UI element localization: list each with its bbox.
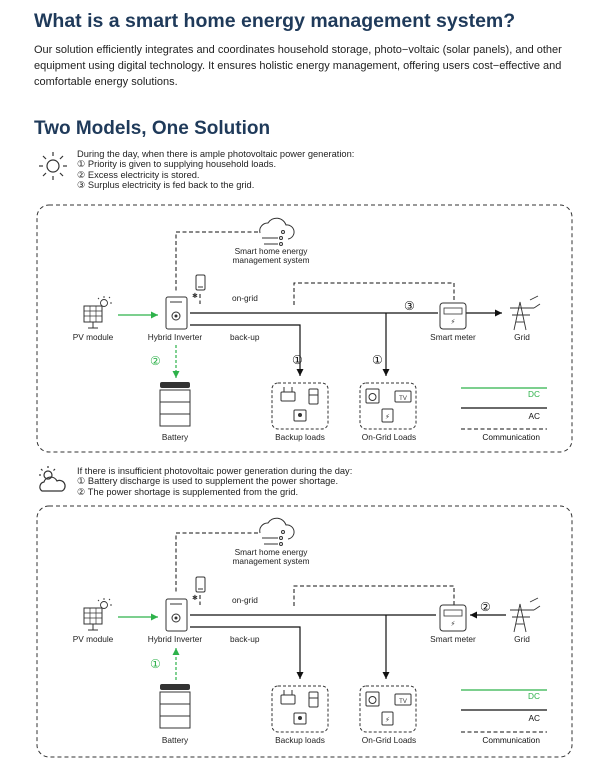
communication-lines [175,532,455,606]
step-number: ③ [404,299,415,313]
svg-text:TV: TV [399,396,407,402]
model1-note-line: ② Excess electricity is stored. [77,169,200,180]
svg-text:⚡: ⚡ [385,413,390,421]
backup-label: back-up [230,634,260,644]
phone-icon [195,576,206,593]
cloud-network-icon [259,517,295,546]
router-icon [280,387,296,402]
ongrid-loads-box [359,685,417,733]
legend: DC AC Communication [461,689,547,745]
grid-tower-icon [510,597,541,633]
battery-icon [159,382,191,427]
step-number: ① [292,353,303,367]
legend-comm-label: Communication [482,432,540,442]
grid-tower-icon [510,295,541,331]
backup-loads-label: Backup loads [275,735,325,745]
meter-label: Smart meter [430,634,476,644]
fridge-icon [308,388,319,405]
backup-loads-box [271,685,329,733]
legend-comm-label: Communication [482,735,540,745]
intro-paragraph: Our solution efficiently integrates and … [34,44,562,88]
router-icon [280,690,296,705]
ac-line [190,324,304,376]
svg-text:⚡: ⚡ [451,318,456,326]
model2-note-line: ① Battery discharge is used to supplemen… [77,476,339,487]
svg-text:⚡: ⚡ [451,620,456,628]
fridge-icon [308,691,319,708]
smart-meter-icon: ⚡ [439,604,467,632]
communication-lines [175,231,455,305]
battery-icon [159,684,191,729]
model1-frame [36,204,573,453]
tv-icon: TV [394,693,412,706]
phone-icon [195,274,206,291]
ongrid-loads-box [359,382,417,430]
legend: DC AC Communication [461,387,547,442]
ems-label: management system [232,556,309,566]
backup-loads-label: Backup loads [275,432,325,442]
ev-charger-icon: ⚡ [381,711,394,726]
ongrid-loads-label: On-Grid Loads [362,432,416,442]
meter-label: Smart meter [430,332,476,342]
grid-label: Grid [514,332,530,342]
legend-ac-label: AC [528,411,540,421]
ac-line [190,626,304,679]
backup-label: back-up [230,332,260,342]
model2-note-lead: If there is insufficient photovoltaic po… [77,466,353,476]
pv-panel-icon [83,598,112,631]
washer-icon [365,388,380,404]
model1-note-line: ③ Surplus electricity is fed back to the… [77,179,255,190]
step-number: ① [372,353,383,367]
battery-label: Battery [162,432,189,442]
model1-note: During the day, when there is ample phot… [77,149,354,190]
svg-text:TV: TV [399,699,407,705]
ongrid-loads-label: On-Grid Loads [362,735,416,745]
outlet-icon [293,409,307,422]
ems-label: Smart home energy [235,246,309,256]
tv-icon: TV [394,390,412,403]
battery-label: Battery [162,735,189,745]
backup-loads-box [271,382,329,430]
inverter-label: Hybrid Inverter [148,332,203,342]
outlet-icon [293,712,307,725]
inverter-label: Hybrid Inverter [148,634,203,644]
page-title: What is a smart home energy management s… [34,10,516,32]
smart-meter-icon: ⚡ [439,302,467,330]
section-title: Two Models, One Solution [34,118,271,139]
inverter-icon [165,598,188,632]
legend-ac-label: AC [528,713,540,723]
inverter-icon [165,296,188,330]
ems-label: management system [232,255,309,265]
cloud-network-icon [259,217,295,246]
pv-label: PV module [73,634,114,644]
model1-note-line: ① Priority is given to supplying househo… [77,159,277,170]
ongrid-label: on-grid [232,595,258,605]
pv-label: PV module [73,332,114,342]
model1-note-lead: During the day, when there is ample phot… [77,149,355,159]
legend-dc-label: DC [528,389,540,399]
step-number: ① [150,657,161,671]
bluetooth-icon: ✱ [192,594,198,602]
pv-panel-icon [83,296,112,329]
washer-icon [365,691,380,707]
step-number: ② [150,354,161,368]
svg-text:⚡: ⚡ [385,716,390,724]
model2-note-line: ② The power shortage is supplemented fro… [77,486,299,497]
model2-frame [36,505,573,758]
bluetooth-icon: ✱ [192,292,198,300]
ongrid-label: on-grid [232,293,258,303]
sun-icon [39,152,67,180]
ev-charger-icon: ⚡ [381,408,394,423]
ems-label: Smart home energy [235,547,309,557]
cloud-sun-icon [39,466,66,492]
step-number: ② [480,600,491,614]
legend-dc-label: DC [528,691,540,701]
model2-note: If there is insufficient photovoltaic po… [77,466,352,497]
grid-label: Grid [514,634,530,644]
